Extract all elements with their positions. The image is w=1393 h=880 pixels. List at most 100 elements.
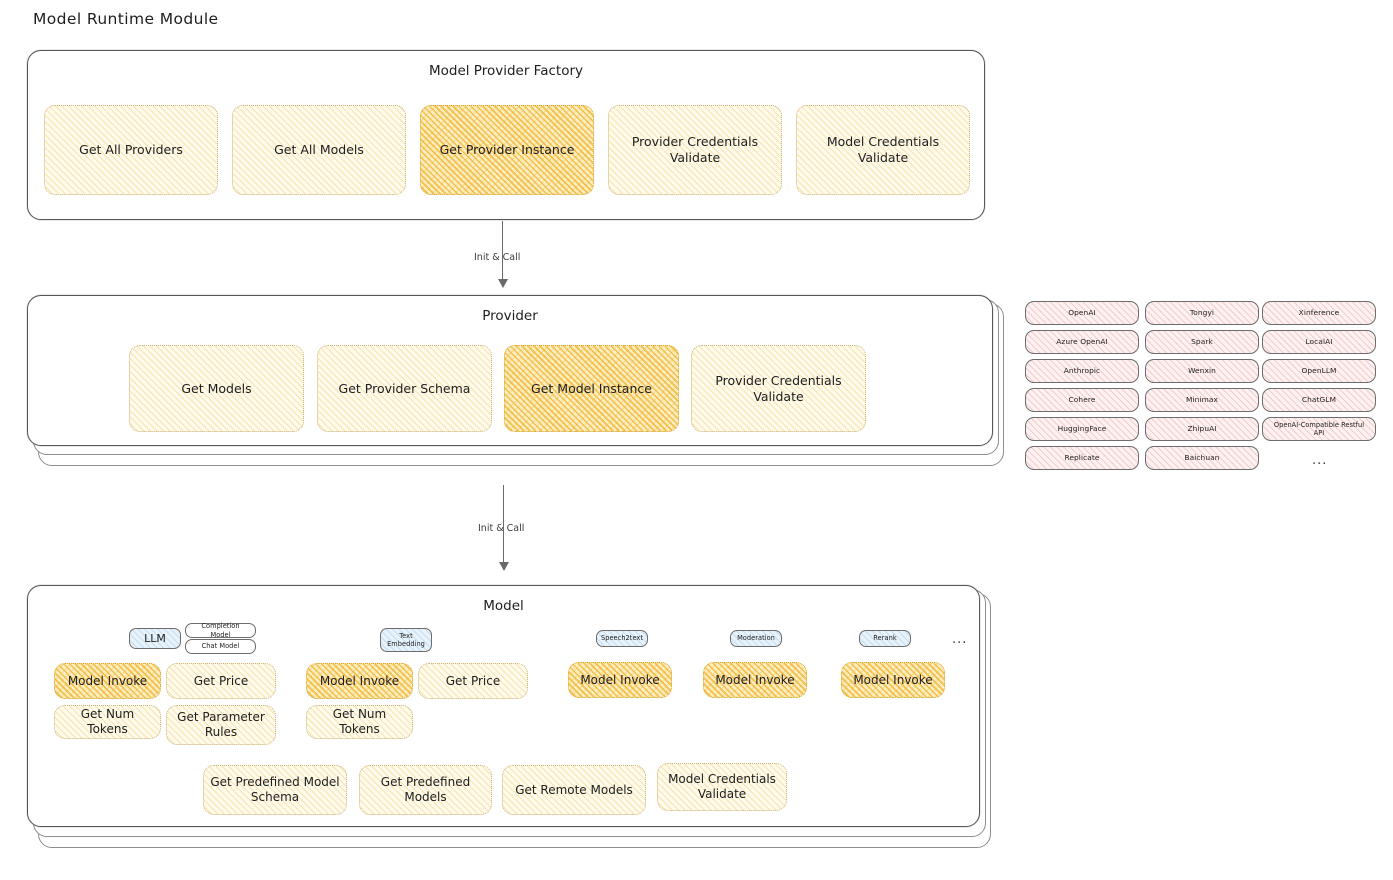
op-label: Model Invoke xyxy=(319,673,400,688)
provider-chip-label: Baichuan xyxy=(1184,453,1220,463)
op-label: Model Credentials Validate xyxy=(668,772,776,801)
provider-chip-anthropic[interactable]: Anthropic xyxy=(1025,359,1139,383)
model-type-label: Rerank xyxy=(873,634,897,643)
provider-chip-minimax[interactable]: Minimax xyxy=(1145,388,1259,412)
provider-node-provider-credentials-validate[interactable]: Provider Credentials Validate xyxy=(691,345,866,432)
provider-chip-zhipuai[interactable]: ZhipuAI xyxy=(1145,417,1259,441)
model-type-chip-moderation[interactable]: Moderation xyxy=(730,630,782,647)
provider-node-get-model-instance[interactable]: Get Model Instance xyxy=(504,345,679,432)
op-label: Model Invoke xyxy=(853,672,933,687)
provider-chip-wenxin[interactable]: Wenxin xyxy=(1145,359,1259,383)
op-label: Get Num Tokens xyxy=(332,707,387,736)
provider-node-label: Get Models xyxy=(181,380,252,396)
moderation-op-model-invoke[interactable]: Model Invoke xyxy=(703,662,807,698)
model-type-chip-llm[interactable]: LLM xyxy=(129,628,181,649)
provider-chip-label: Wenxin xyxy=(1188,366,1216,376)
op-label: Get Remote Models xyxy=(515,782,633,797)
provider-chip-label: OpenAI xyxy=(1068,308,1096,318)
model-provider-factory-title: Model Provider Factory xyxy=(428,63,583,79)
provider-chip-azure-openai[interactable]: Azure OpenAI xyxy=(1025,330,1139,354)
factory-node-provider-credentials-validate[interactable]: Provider Credentials Validate xyxy=(608,105,782,195)
model-types-more: ... xyxy=(952,632,968,647)
llm-op-model-invoke[interactable]: Model Invoke xyxy=(54,663,161,699)
text-embedding-op-get-num-tokens[interactable]: Get Num Tokens xyxy=(306,705,413,739)
provider-chip-tongyi[interactable]: Tongyi xyxy=(1145,301,1259,325)
provider-chip-openai-compatible-restful-api[interactable]: OpenAI-Compatible Restful API xyxy=(1262,417,1376,441)
llm-op-get-parameter-rules[interactable]: Get Parameter Rules xyxy=(166,705,276,745)
provider-chip-huggingface[interactable]: HuggingFace xyxy=(1025,417,1139,441)
provider-chip-label: ChatGLM xyxy=(1301,395,1337,405)
speech2text-op-model-invoke[interactable]: Model Invoke xyxy=(568,662,672,698)
model-common-op-get-remote-models[interactable]: Get Remote Models xyxy=(502,765,646,815)
page-title: Model Runtime Module xyxy=(33,10,219,28)
provider-chip-label: Minimax xyxy=(1186,395,1218,405)
model-title: Model xyxy=(483,598,524,614)
provider-chip-openai[interactable]: OpenAI xyxy=(1025,301,1139,325)
provider-chip-label: Anthropic xyxy=(1063,366,1101,376)
provider-node-label: Get Model Instance xyxy=(531,380,652,396)
provider-chip-label: Xinference xyxy=(1298,308,1340,318)
rerank-op-model-invoke[interactable]: Model Invoke xyxy=(841,662,945,698)
provider-chip-label: Replicate xyxy=(1064,453,1100,463)
text-embedding-op-model-invoke[interactable]: Model Invoke xyxy=(306,663,413,699)
provider-chip-chatglm[interactable]: ChatGLM xyxy=(1262,388,1376,412)
op-label: Get Predefined Model Schema xyxy=(210,775,340,804)
factory-node-label: Provider Credentials Validate xyxy=(631,134,759,165)
factory-node-get-all-providers[interactable]: Get All Providers xyxy=(44,105,218,195)
arrow-provider-to-model-label: Init & Call xyxy=(478,523,525,534)
factory-node-label: Get All Providers xyxy=(79,142,183,158)
provider-chip-spark[interactable]: Spark xyxy=(1145,330,1259,354)
provider-chip-label: HuggingFace xyxy=(1057,424,1107,434)
provider-node-get-provider-schema[interactable]: Get Provider Schema xyxy=(317,345,492,432)
model-common-op-get-predefined-models[interactable]: Get Predefined Models xyxy=(359,765,492,815)
provider-chip-label: OpenLLM xyxy=(1301,366,1337,376)
factory-node-get-provider-instance[interactable]: Get Provider Instance xyxy=(420,105,594,195)
model-type-label: LLM xyxy=(144,631,166,645)
op-label: Get Parameter Rules xyxy=(177,710,265,739)
model-subtype-label: Chat Model xyxy=(201,642,240,651)
model-type-chip-speech2text[interactable]: Speech2text xyxy=(596,630,648,647)
model-type-chip-rerank[interactable]: Rerank xyxy=(859,630,911,647)
arrow-provider-to-model-line xyxy=(503,485,505,565)
provider-chip-baichuan[interactable]: Baichuan xyxy=(1145,446,1259,470)
model-common-op-model-credentials-validate[interactable]: Model Credentials Validate xyxy=(657,763,787,811)
model-subtype-chip-completion-model[interactable]: Completion Model xyxy=(185,622,256,639)
model-type-label: Speech2text xyxy=(600,634,644,643)
provider-chip-replicate[interactable]: Replicate xyxy=(1025,446,1139,470)
factory-node-model-credentials-validate[interactable]: Model Credentials Validate xyxy=(796,105,970,195)
text-embedding-op-get-price[interactable]: Get Price xyxy=(418,663,528,699)
provider-chip-openllm[interactable]: OpenLLM xyxy=(1262,359,1376,383)
provider-chip-cohere[interactable]: Cohere xyxy=(1025,388,1139,412)
llm-op-get-price[interactable]: Get Price xyxy=(166,663,276,699)
provider-chip-label: Spark xyxy=(1191,337,1213,347)
provider-node-label: Provider Credentials Validate xyxy=(715,372,842,404)
provider-chip-xinference[interactable]: Xinference xyxy=(1262,301,1376,325)
provider-chip-label: Cohere xyxy=(1068,395,1096,405)
provider-chip-label: OpenAI-Compatible Restful API xyxy=(1273,420,1365,437)
op-label: Model Invoke xyxy=(580,672,660,687)
model-subtype-chip-chat-model[interactable]: Chat Model xyxy=(185,639,256,654)
model-type-label: Text Embedding xyxy=(387,631,425,648)
provider-list-more: ... xyxy=(1312,453,1328,468)
op-label: Model Invoke xyxy=(67,673,148,688)
llm-op-get-num-tokens[interactable]: Get Num Tokens xyxy=(54,705,161,739)
provider-node-label: Get Provider Schema xyxy=(338,380,471,396)
arrow-factory-to-provider-head xyxy=(498,279,508,288)
op-label: Get Predefined Models xyxy=(380,775,471,804)
factory-node-label: Get All Models xyxy=(274,142,364,158)
factory-node-label: Model Credentials Validate xyxy=(826,134,940,165)
op-label: Model Invoke xyxy=(715,672,795,687)
op-label: Get Num Tokens xyxy=(80,707,135,736)
provider-chip-label: ZhipuAI xyxy=(1187,424,1217,434)
provider-title: Provider xyxy=(482,308,538,324)
model-type-chip-text-embedding[interactable]: Text Embedding xyxy=(380,628,432,652)
provider-chip-label: Tongyi xyxy=(1189,308,1215,318)
arrow-provider-to-model-head xyxy=(499,562,509,571)
factory-node-label: Get Provider Instance xyxy=(439,142,575,158)
factory-node-get-all-models[interactable]: Get All Models xyxy=(232,105,406,195)
arrow-factory-to-provider-label: Init & Call xyxy=(474,252,521,263)
provider-node-get-models[interactable]: Get Models xyxy=(129,345,304,432)
model-common-op-get-predefined-model-schema[interactable]: Get Predefined Model Schema xyxy=(203,765,347,815)
provider-chip-localai[interactable]: LocalAI xyxy=(1262,330,1376,354)
